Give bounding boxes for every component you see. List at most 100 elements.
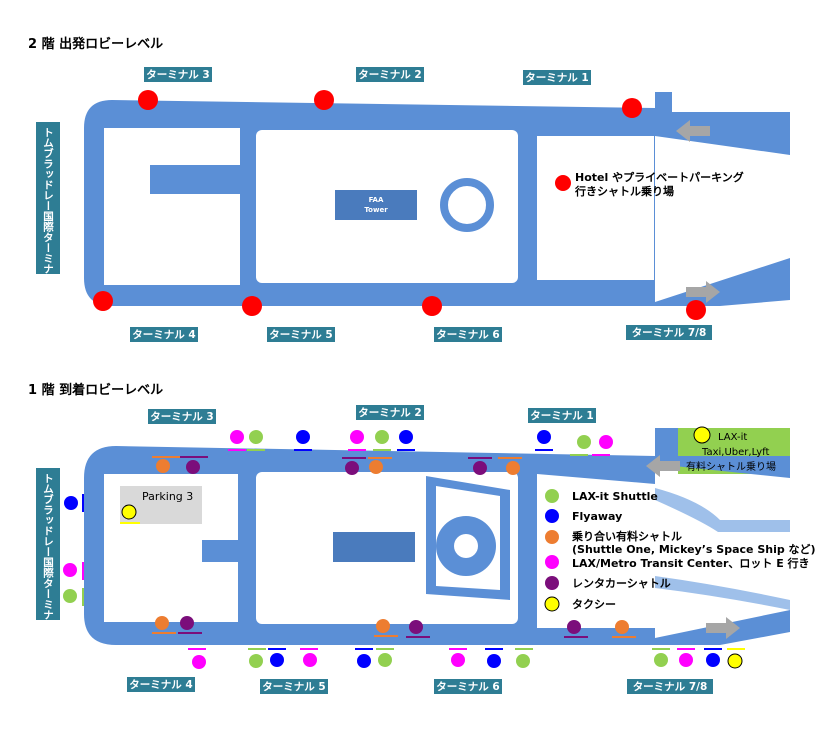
legend-shared-shuttle: 乗り合い有料シャトル <box>572 529 682 543</box>
flyaway-stop <box>537 430 551 444</box>
terminal-label: ターミナル 1 <box>525 72 588 84</box>
terminal-label: ターミナル 5 <box>269 329 332 341</box>
shared-shuttle-stop <box>155 616 169 630</box>
arrow-in-icon <box>676 120 710 142</box>
metro-transit-stop <box>303 653 317 667</box>
departures-title: 2 階 出発ロビーレベル <box>28 36 163 52</box>
rental-car-stop <box>409 620 423 634</box>
international-terminal-label-bg <box>36 122 60 274</box>
lax-it-shuttle-stop <box>249 430 263 444</box>
hotel-shuttle-stops <box>93 90 706 320</box>
metro-transit-stop <box>679 653 693 667</box>
lax-it-line-2: 有料シャトル乗り場 <box>686 460 776 473</box>
legend-metro-transit: LAX/Metro Transit Center、ロット E 行き <box>572 556 810 570</box>
terminal-label: ターミナル 2 <box>358 407 421 419</box>
metro-transit-stop <box>451 653 465 667</box>
hotel-shuttle-stop <box>422 296 442 316</box>
terminal-label: ターミナル 2 <box>358 69 421 81</box>
metro-transit-stop <box>192 655 206 669</box>
legend-lax-it-shuttle-dot <box>545 489 559 503</box>
center-building <box>333 532 415 562</box>
faa-tower-label: FAA <box>369 196 384 204</box>
lax-it-shuttle-stop <box>63 589 77 603</box>
taxi-stop <box>121 504 137 520</box>
rental-car-stop <box>180 616 194 630</box>
legend-taxi-dot <box>544 596 560 612</box>
arrivals-stops <box>63 430 745 669</box>
terminal-label: ターミナル 7/8 <box>633 681 708 693</box>
terminal-label: ターミナル 6 <box>436 329 499 341</box>
parking-3-label: Parking 3 <box>142 490 193 503</box>
legend-lax-it-shuttle: LAX-it Shuttle <box>572 490 658 503</box>
lax-it-title: LAX-it <box>718 432 747 443</box>
legend-shared-shuttle-dot <box>545 530 559 544</box>
legend-shared-shuttle-2: (Shuttle One, Mickey’s Space Ship など) <box>572 543 816 556</box>
hotel-legend-line-1: Hotel やプライベートパーキング <box>575 170 744 184</box>
arrivals-title: 1 階 到着ロビーレベル <box>28 382 163 398</box>
legend-flyaway-dot <box>545 509 559 523</box>
metro-transit-stop <box>230 430 244 444</box>
shared-shuttle-stop <box>156 459 170 473</box>
terminal-label: ターミナル 6 <box>436 681 499 693</box>
international-terminal-label-bg <box>36 468 60 620</box>
shared-shuttle-stop <box>376 619 390 633</box>
terminal-label: ターミナル 7/8 <box>632 327 707 339</box>
legend-taxi: タクシー <box>572 598 616 611</box>
flyaway-stop <box>296 430 310 444</box>
rental-car-stop <box>186 460 200 474</box>
flyaway-stop <box>487 654 501 668</box>
terminal-label: ターミナル 3 <box>146 69 209 81</box>
hotel-legend-dot <box>555 175 571 191</box>
hotel-shuttle-stop <box>93 291 113 311</box>
lax-it-shuttle-stop <box>577 435 591 449</box>
taxi-stop <box>727 653 743 669</box>
hotel-shuttle-stop <box>686 300 706 320</box>
hotel-shuttle-stop <box>138 90 158 110</box>
departures-road: FAA Tower <box>84 92 790 306</box>
metro-transit-stop <box>350 430 364 444</box>
terminal-label: ターミナル 3 <box>150 411 213 423</box>
international-terminal-label: トムブラッドレー国際ターミナル <box>42 127 54 285</box>
arrivals-legend: LAX-it Shuttle Flyaway 乗り合い有料シャトル (Shutt… <box>544 489 816 612</box>
hotel-shuttle-stop <box>242 296 262 316</box>
lax-it-shuttle-stop <box>378 653 392 667</box>
legend-flyaway: Flyaway <box>572 510 622 523</box>
arrow-out-icon <box>686 281 720 303</box>
terminal-label: ターミナル 5 <box>262 681 325 693</box>
faa-tower-label-2: Tower <box>364 206 388 214</box>
metro-transit-stop <box>63 563 77 577</box>
terminal-label: ターミナル 1 <box>530 410 593 422</box>
lax-it-line-1: Taxi,Uber,Lyft <box>701 447 769 458</box>
legend-metro-transit-dot <box>545 555 559 569</box>
flyaway-stop <box>357 654 371 668</box>
hotel-shuttle-stop <box>622 98 642 118</box>
flyaway-stop <box>399 430 413 444</box>
flyaway-stop <box>706 653 720 667</box>
arrow-out-icon <box>706 617 740 639</box>
terminal-label: ターミナル 4 <box>132 329 195 341</box>
lax-it-shuttle-stop <box>249 654 263 668</box>
lax-it-shuttle-stop <box>654 653 668 667</box>
flyaway-stop <box>64 496 78 510</box>
arrivals-road <box>84 428 790 645</box>
arrivals-terminal-labels: ターミナル 3 ターミナル 2 ターミナル 1 ターミナル 4 ターミナル 5 … <box>127 405 713 694</box>
hotel-shuttle-stop <box>314 90 334 110</box>
faa-tower <box>335 190 417 220</box>
legend-rental-car-dot <box>545 576 559 590</box>
hotel-legend-line-2: 行きシャトル乗り場 <box>574 184 674 198</box>
international-terminal-label: トムブラッドレー国際ターミナル <box>42 473 54 631</box>
rental-car-stop <box>473 461 487 475</box>
arrow-in-icon <box>646 455 680 477</box>
flyaway-stop <box>270 653 284 667</box>
shared-shuttle-stop <box>615 620 629 634</box>
lax-it-shuttle-stop <box>375 430 389 444</box>
terminal-label: ターミナル 4 <box>129 679 192 691</box>
shared-shuttle-stop <box>369 460 383 474</box>
legend-rental-car: レンタカーシャトル <box>572 577 671 590</box>
metro-transit-stop <box>599 435 613 449</box>
rental-car-stop <box>567 620 581 634</box>
departures-terminal-labels: ターミナル 3 ターミナル 2 ターミナル 1 ターミナル 4 ターミナル 5 … <box>130 67 712 342</box>
rental-car-stop <box>345 461 359 475</box>
lax-it-shuttle-stop <box>516 654 530 668</box>
